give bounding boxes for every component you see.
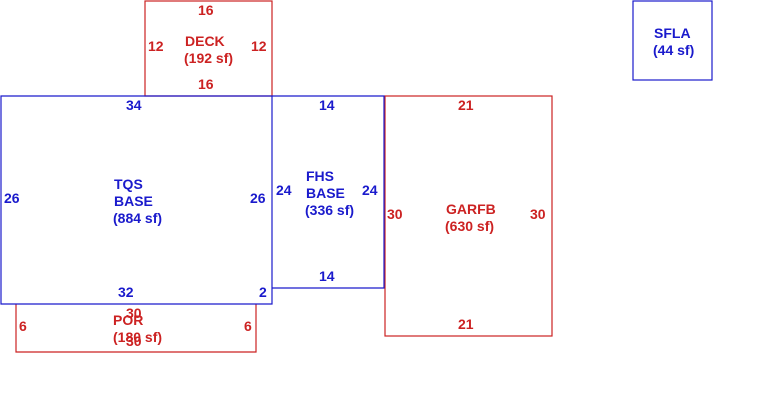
garfb-dim-bottom: 21	[458, 316, 474, 332]
por-area: (180 sf)	[113, 329, 162, 345]
fhs-base-outline	[272, 95, 385, 289]
deck-dim-top: 16	[198, 2, 214, 18]
por-dim-top: 30	[126, 305, 142, 321]
fhs-dim-right: 24	[362, 182, 378, 198]
tqs-dim-step: 2	[259, 284, 267, 300]
deck-dim-bottom: 16	[198, 76, 214, 92]
por-label: POR	[113, 312, 143, 328]
por-dim-bottom: 30	[126, 333, 142, 349]
deck-dim-left: 12	[148, 38, 164, 54]
garfb-dim-left: 30	[387, 206, 403, 222]
tqs-dim-top: 34	[126, 97, 142, 113]
deck-area: (192 sf)	[184, 50, 233, 66]
por-dim-right: 6	[244, 318, 252, 334]
sfla-outline	[632, 0, 713, 81]
deck-dim-right: 12	[251, 38, 267, 54]
fhs-dim-top: 14	[319, 97, 335, 113]
garfb-area: (630 sf)	[445, 218, 494, 234]
fhs-label-line2: BASE	[306, 185, 345, 201]
sfla-area: (44 sf)	[653, 42, 694, 58]
tqs-dim-left: 26	[4, 190, 20, 206]
sfla-label: SFLA	[654, 25, 691, 41]
deck-label: DECK	[185, 33, 225, 49]
fhs-label-line1: FHS	[306, 168, 334, 184]
por-outline	[15, 304, 257, 353]
tqs-area: (884 sf)	[113, 210, 162, 226]
tqs-label-line2: BASE	[114, 193, 153, 209]
tqs-label-line1: TQS	[114, 176, 143, 192]
tqs-base-outline	[0, 95, 273, 305]
fhs-dim-bottom: 14	[319, 268, 335, 284]
tqs-dim-right: 26	[250, 190, 266, 206]
garfb-outline	[384, 95, 553, 337]
fhs-dim-left: 24	[276, 182, 292, 198]
por-dim-left: 6	[19, 318, 27, 334]
garfb-dim-right: 30	[530, 206, 546, 222]
garfb-label: GARFB	[446, 201, 496, 217]
garfb-dim-top: 21	[458, 97, 474, 113]
tqs-dim-bottom: 32	[118, 284, 134, 300]
fhs-area: (336 sf)	[305, 202, 354, 218]
